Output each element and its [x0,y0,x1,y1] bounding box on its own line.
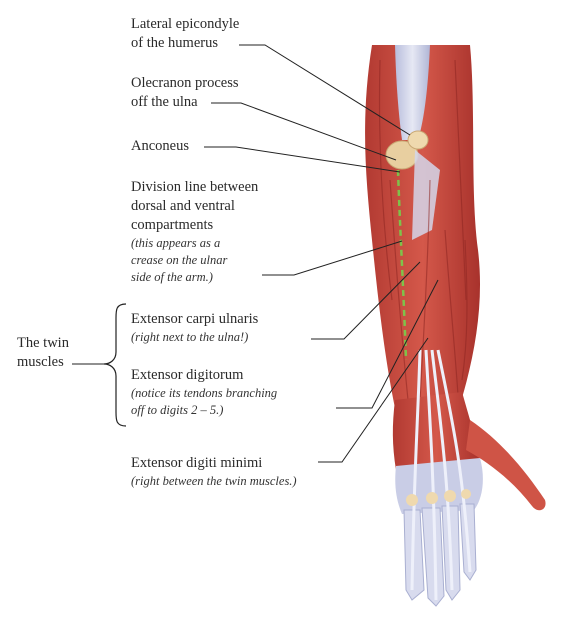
thumb [466,420,546,511]
anconeus-fan [412,150,440,240]
label-note: crease on the ulnar [131,253,228,267]
label-line: compartments [131,217,214,233]
label-note: (this appears as a [131,236,221,250]
label-ext-carpi-ulnaris: Extensor carpi ulnaris (right next to th… [131,310,258,346]
label-line: muscles [17,354,64,370]
extensor-tendons [410,349,472,601]
label-line: Division line between [131,179,259,195]
triceps-tendon [395,45,430,140]
label-line: The twin [17,335,69,351]
label-lateral-epicondyle: Lateral epicondyle of the humerus [131,15,239,53]
label-olecranon: Olecranon process off the ulna [131,74,239,112]
label-line: of the humerus [131,35,218,51]
label-note: side of the arm.) [131,270,213,284]
label-ext-digiti-minimi: Extensor digiti minimi (right between th… [131,454,297,490]
label-line: Lateral epicondyle [131,16,240,32]
knuckles [406,489,471,506]
division-line [396,169,408,361]
epicondyle-shape [407,130,429,150]
label-division-line: Division line between dorsal and ventral… [131,178,258,286]
wrist [392,392,480,470]
twin-muscles-bracket [103,303,127,427]
label-note: (notice its tendons branching [131,386,278,400]
label-line: Extensor digiti minimi [131,455,263,471]
label-line: dorsal and ventral [131,198,235,214]
leader-lines [204,44,439,463]
label-note: (right between the twin muscles.) [131,474,297,488]
label-note: (right next to the ulna!) [131,330,249,344]
label-twin-muscles: The twin muscles [17,334,69,372]
label-ext-digitorum: Extensor digitorum (notice its tendons b… [131,366,277,419]
label-note: off to digits 2 – 5.) [131,403,224,417]
label-line: off the ulna [131,94,198,110]
label-line: Olecranon process [131,75,239,91]
label-line: Extensor digitorum [131,367,244,383]
label-anconeus: Anconeus [131,138,189,154]
label-line: Extensor carpi ulnaris [131,311,259,327]
